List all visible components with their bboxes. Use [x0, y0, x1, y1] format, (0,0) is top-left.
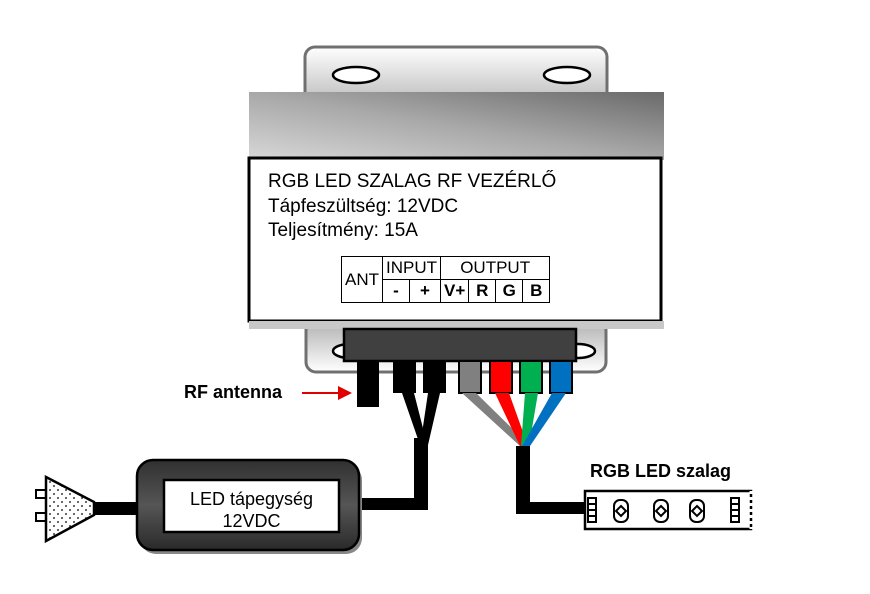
terminal-input-plus: + — [408, 279, 442, 303]
terminal-input-minus: - — [382, 279, 410, 303]
connector-block — [342, 327, 578, 407]
power-input-wire — [350, 393, 440, 510]
supply-voltage-text: Tápfeszültség: 12VDC — [268, 196, 459, 217]
psu-label: LED tápegység 12VDC — [164, 488, 339, 532]
psu-label-line2: 12VDC — [222, 511, 281, 531]
terminal-out-r: R — [468, 279, 497, 303]
terminal-output-header: OUTPUT — [439, 256, 551, 280]
led-strip-icon — [583, 489, 753, 531]
terminal-out-g: G — [495, 279, 524, 303]
controller-title: RGB LED SZALAG RF VEZÉRLŐ — [268, 171, 557, 192]
psu-label-line1: LED tápegység — [189, 489, 314, 509]
rf-antenna-label: RF antenna — [184, 382, 283, 402]
terminal-input-header: INPUT — [382, 256, 441, 280]
rf-antenna-arrow — [302, 386, 352, 400]
power-supply-unit — [135, 458, 362, 554]
terminal-table: ANT INPUT OUTPUT - + V+ R G B — [341, 256, 551, 303]
terminal-out-vplus: V+ — [439, 279, 470, 303]
power-rating-text: Teljesítmény: 15A — [268, 220, 418, 241]
terminal-out-b: B — [522, 279, 551, 303]
led-strip-label: RGB LED szalag — [590, 461, 732, 481]
controller-label: RGB LED SZALAG RF VEZÉRLŐ Tápfeszültség:… — [252, 162, 657, 318]
terminal-ant: ANT — [341, 256, 383, 303]
mains-plug-icon — [35, 474, 144, 544]
rgb-output-wire — [462, 393, 588, 514]
